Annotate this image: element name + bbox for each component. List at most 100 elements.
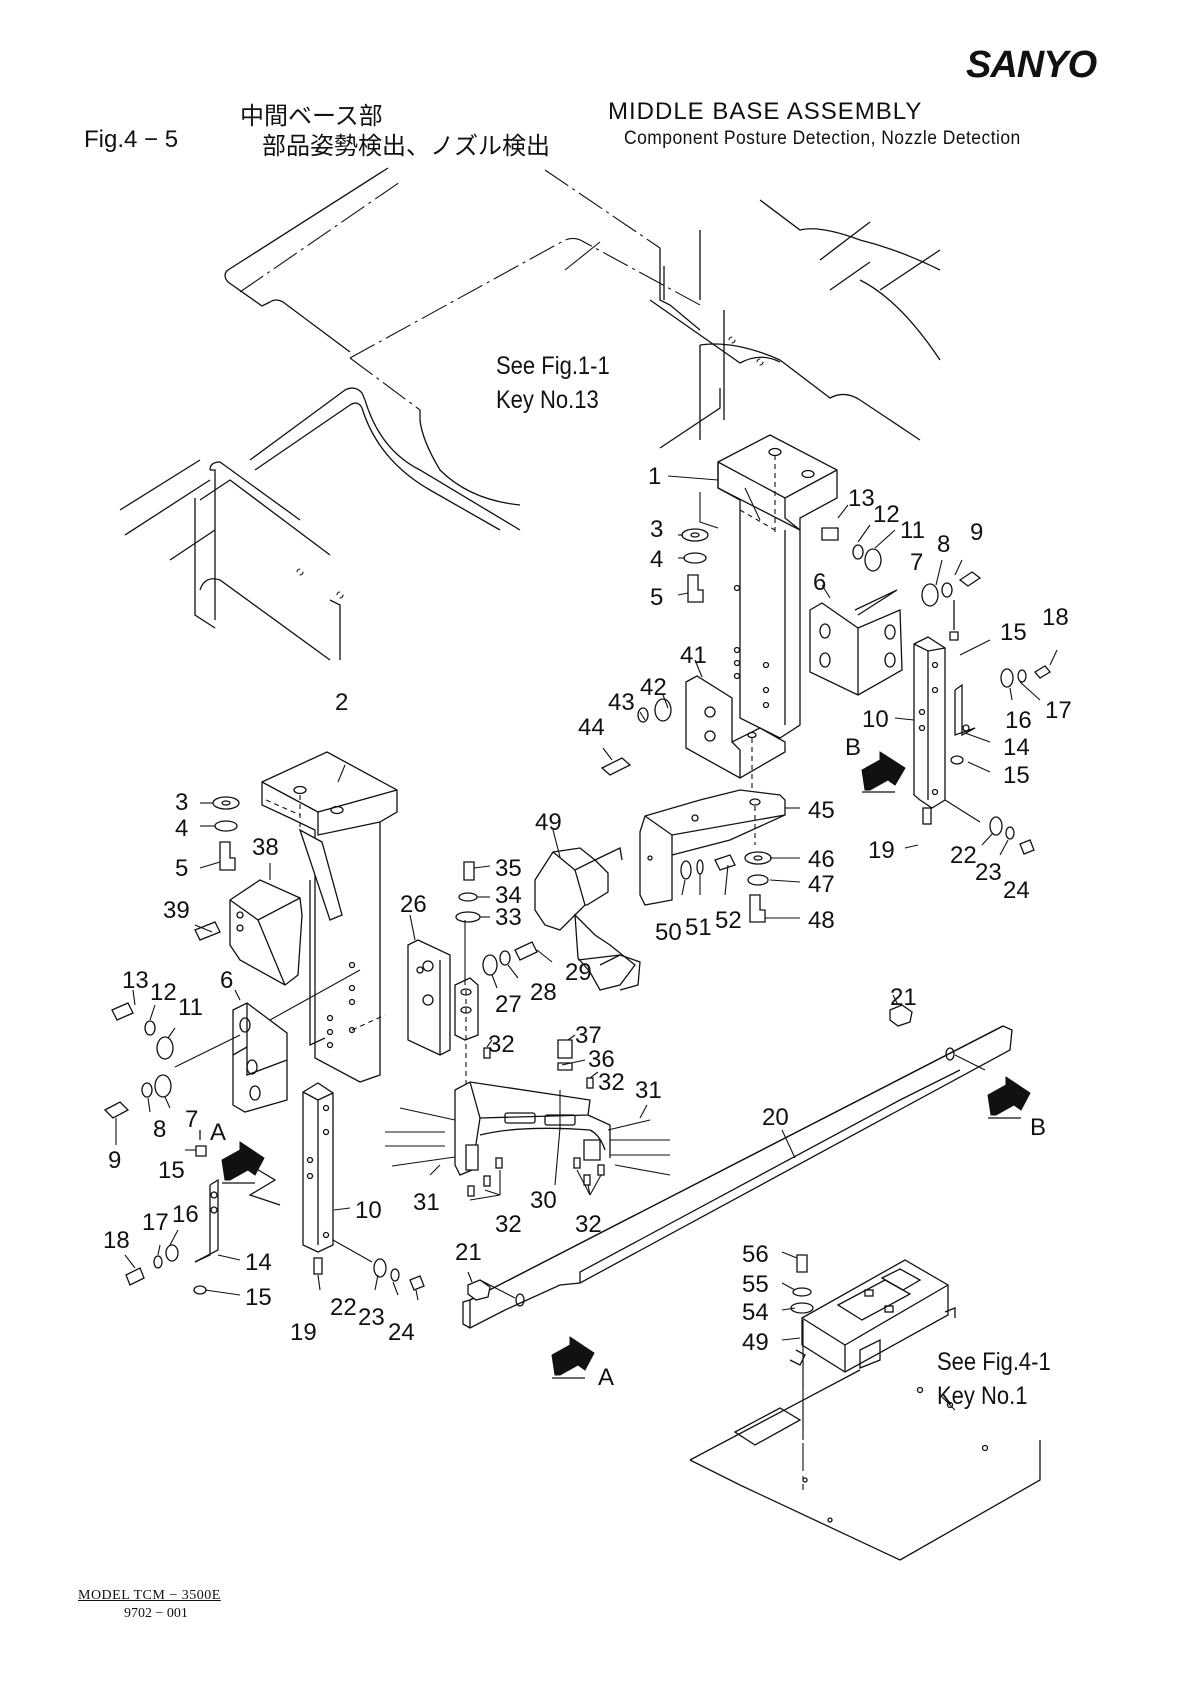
callout: 8 (153, 1116, 166, 1143)
callout: 22 (950, 842, 977, 869)
l-bracket-41 (685, 675, 786, 790)
callout: 11 (178, 994, 203, 1021)
callout: 26 (400, 891, 427, 918)
callout: 15 (158, 1157, 185, 1184)
view-arrow-a-left (221, 1141, 265, 1184)
callout: 33 (495, 904, 522, 931)
bracket-45 (639, 789, 786, 906)
control-box-49 (789, 1259, 956, 1440)
footer-code: 9702 − 001 (124, 1606, 188, 1621)
column-bracket-2 (261, 751, 398, 1083)
callout: 1 (648, 463, 661, 490)
reference-line1: See Fig.1-1 (496, 352, 610, 380)
callout: 13 (122, 967, 149, 994)
callout: 32 (495, 1211, 522, 1238)
callout: 21 (455, 1239, 482, 1266)
springs-32 (467, 1047, 605, 1197)
middle-base-frame (119, 167, 941, 661)
callout: 44 (578, 714, 605, 741)
plate-26 (407, 920, 479, 1100)
callout: 42 (640, 674, 667, 701)
callout: 28 (530, 979, 557, 1006)
callout: 36 (588, 1046, 615, 1073)
callout: 52 (715, 907, 742, 934)
title-en-line2: Component Posture Detection, Nozzle Dete… (624, 128, 1021, 149)
reference-note-fig-4-1: See Fig.4-1 Key No.1 (937, 1345, 1051, 1413)
callout: 3 (650, 516, 663, 543)
footer-model: MODEL TCM − 3500E (78, 1588, 221, 1603)
callout: 48 (808, 907, 835, 934)
callout: 16 (172, 1201, 199, 1228)
view-arrow-b-upper (861, 751, 906, 793)
callout: 43 (608, 689, 635, 716)
callout: 45 (808, 797, 835, 824)
callout: 9 (970, 519, 983, 546)
view-marker-a-bottom: A (598, 1364, 614, 1391)
callout: 12 (873, 501, 900, 528)
callout: 7 (910, 549, 923, 576)
sensor-49 (534, 847, 641, 991)
callout: 21 (890, 984, 917, 1011)
callout: 19 (868, 837, 895, 864)
brand-logo: SANYO (966, 44, 1097, 86)
callout: 38 (252, 834, 279, 861)
callout: 56 (742, 1241, 769, 1268)
callout: 55 (742, 1271, 769, 1298)
column-bracket-1 (699, 434, 838, 739)
reference-line2: Key No.1 (937, 1382, 1028, 1410)
callout: 16 (1005, 707, 1032, 734)
callout: 6 (220, 967, 233, 994)
callout: 22 (330, 1294, 357, 1321)
callout: 24 (1003, 877, 1030, 904)
callout: 10 (355, 1197, 382, 1224)
sensor-bar-10-right (913, 600, 981, 823)
view-marker-b-upper: B (845, 734, 861, 761)
callout: 35 (495, 855, 522, 882)
figure-number: Fig.4 − 5 (84, 126, 179, 153)
callout: 15 (245, 1284, 272, 1311)
callout: 46 (808, 846, 835, 873)
callout: 9 (108, 1147, 121, 1174)
callout: 41 (680, 642, 707, 669)
callout: 8 (937, 531, 950, 558)
callout: 39 (163, 897, 190, 924)
base-plate (689, 1320, 1041, 1561)
pins-31 (385, 1107, 671, 1176)
callout: 37 (575, 1022, 602, 1049)
callout: 5 (175, 855, 188, 882)
view-arrow-b-right (987, 1076, 1031, 1119)
callout: 18 (103, 1227, 130, 1254)
callout: 2 (335, 689, 348, 716)
callout: 50 (655, 919, 682, 946)
block-38 (229, 879, 326, 1047)
angle-bracket-6-left (174, 969, 361, 1113)
view-marker-b-right: B (1030, 1114, 1046, 1141)
reference-note-fig-1-1: See Fig.1-1 Key No.13 (496, 349, 610, 417)
callout: 12 (150, 979, 177, 1006)
callout: 23 (358, 1304, 385, 1331)
callout: 5 (650, 584, 663, 611)
callout: 13 (848, 485, 875, 512)
callout: 11 (900, 517, 925, 544)
callout: 4 (650, 546, 663, 573)
callout: 14 (1003, 734, 1030, 761)
reference-line1: See Fig.4-1 (937, 1348, 1051, 1376)
callout: 24 (388, 1319, 415, 1346)
bracket-30 (385, 1047, 671, 1197)
callout: 17 (142, 1209, 169, 1236)
callout: 31 (413, 1189, 440, 1216)
callout: 34 (495, 882, 522, 909)
reference-line2: Key No.13 (496, 386, 599, 414)
callout: 19 (290, 1319, 317, 1346)
callout: 3 (175, 789, 188, 816)
callout: 27 (495, 991, 522, 1018)
title-jp-line1: 中間ベース部 (240, 102, 383, 130)
leader-lines (115, 241, 1058, 1341)
view-arrow-a-bottom (551, 1336, 595, 1379)
callout: 10 (862, 706, 889, 733)
callout-labels: 1 3 4 5 13 12 11 7 8 9 6 15 18 41 42 43 … (103, 463, 1072, 1391)
callout: 17 (1045, 697, 1072, 724)
callout: 14 (245, 1249, 272, 1276)
callout: 49 (535, 809, 562, 836)
callout: 18 (1042, 604, 1069, 631)
